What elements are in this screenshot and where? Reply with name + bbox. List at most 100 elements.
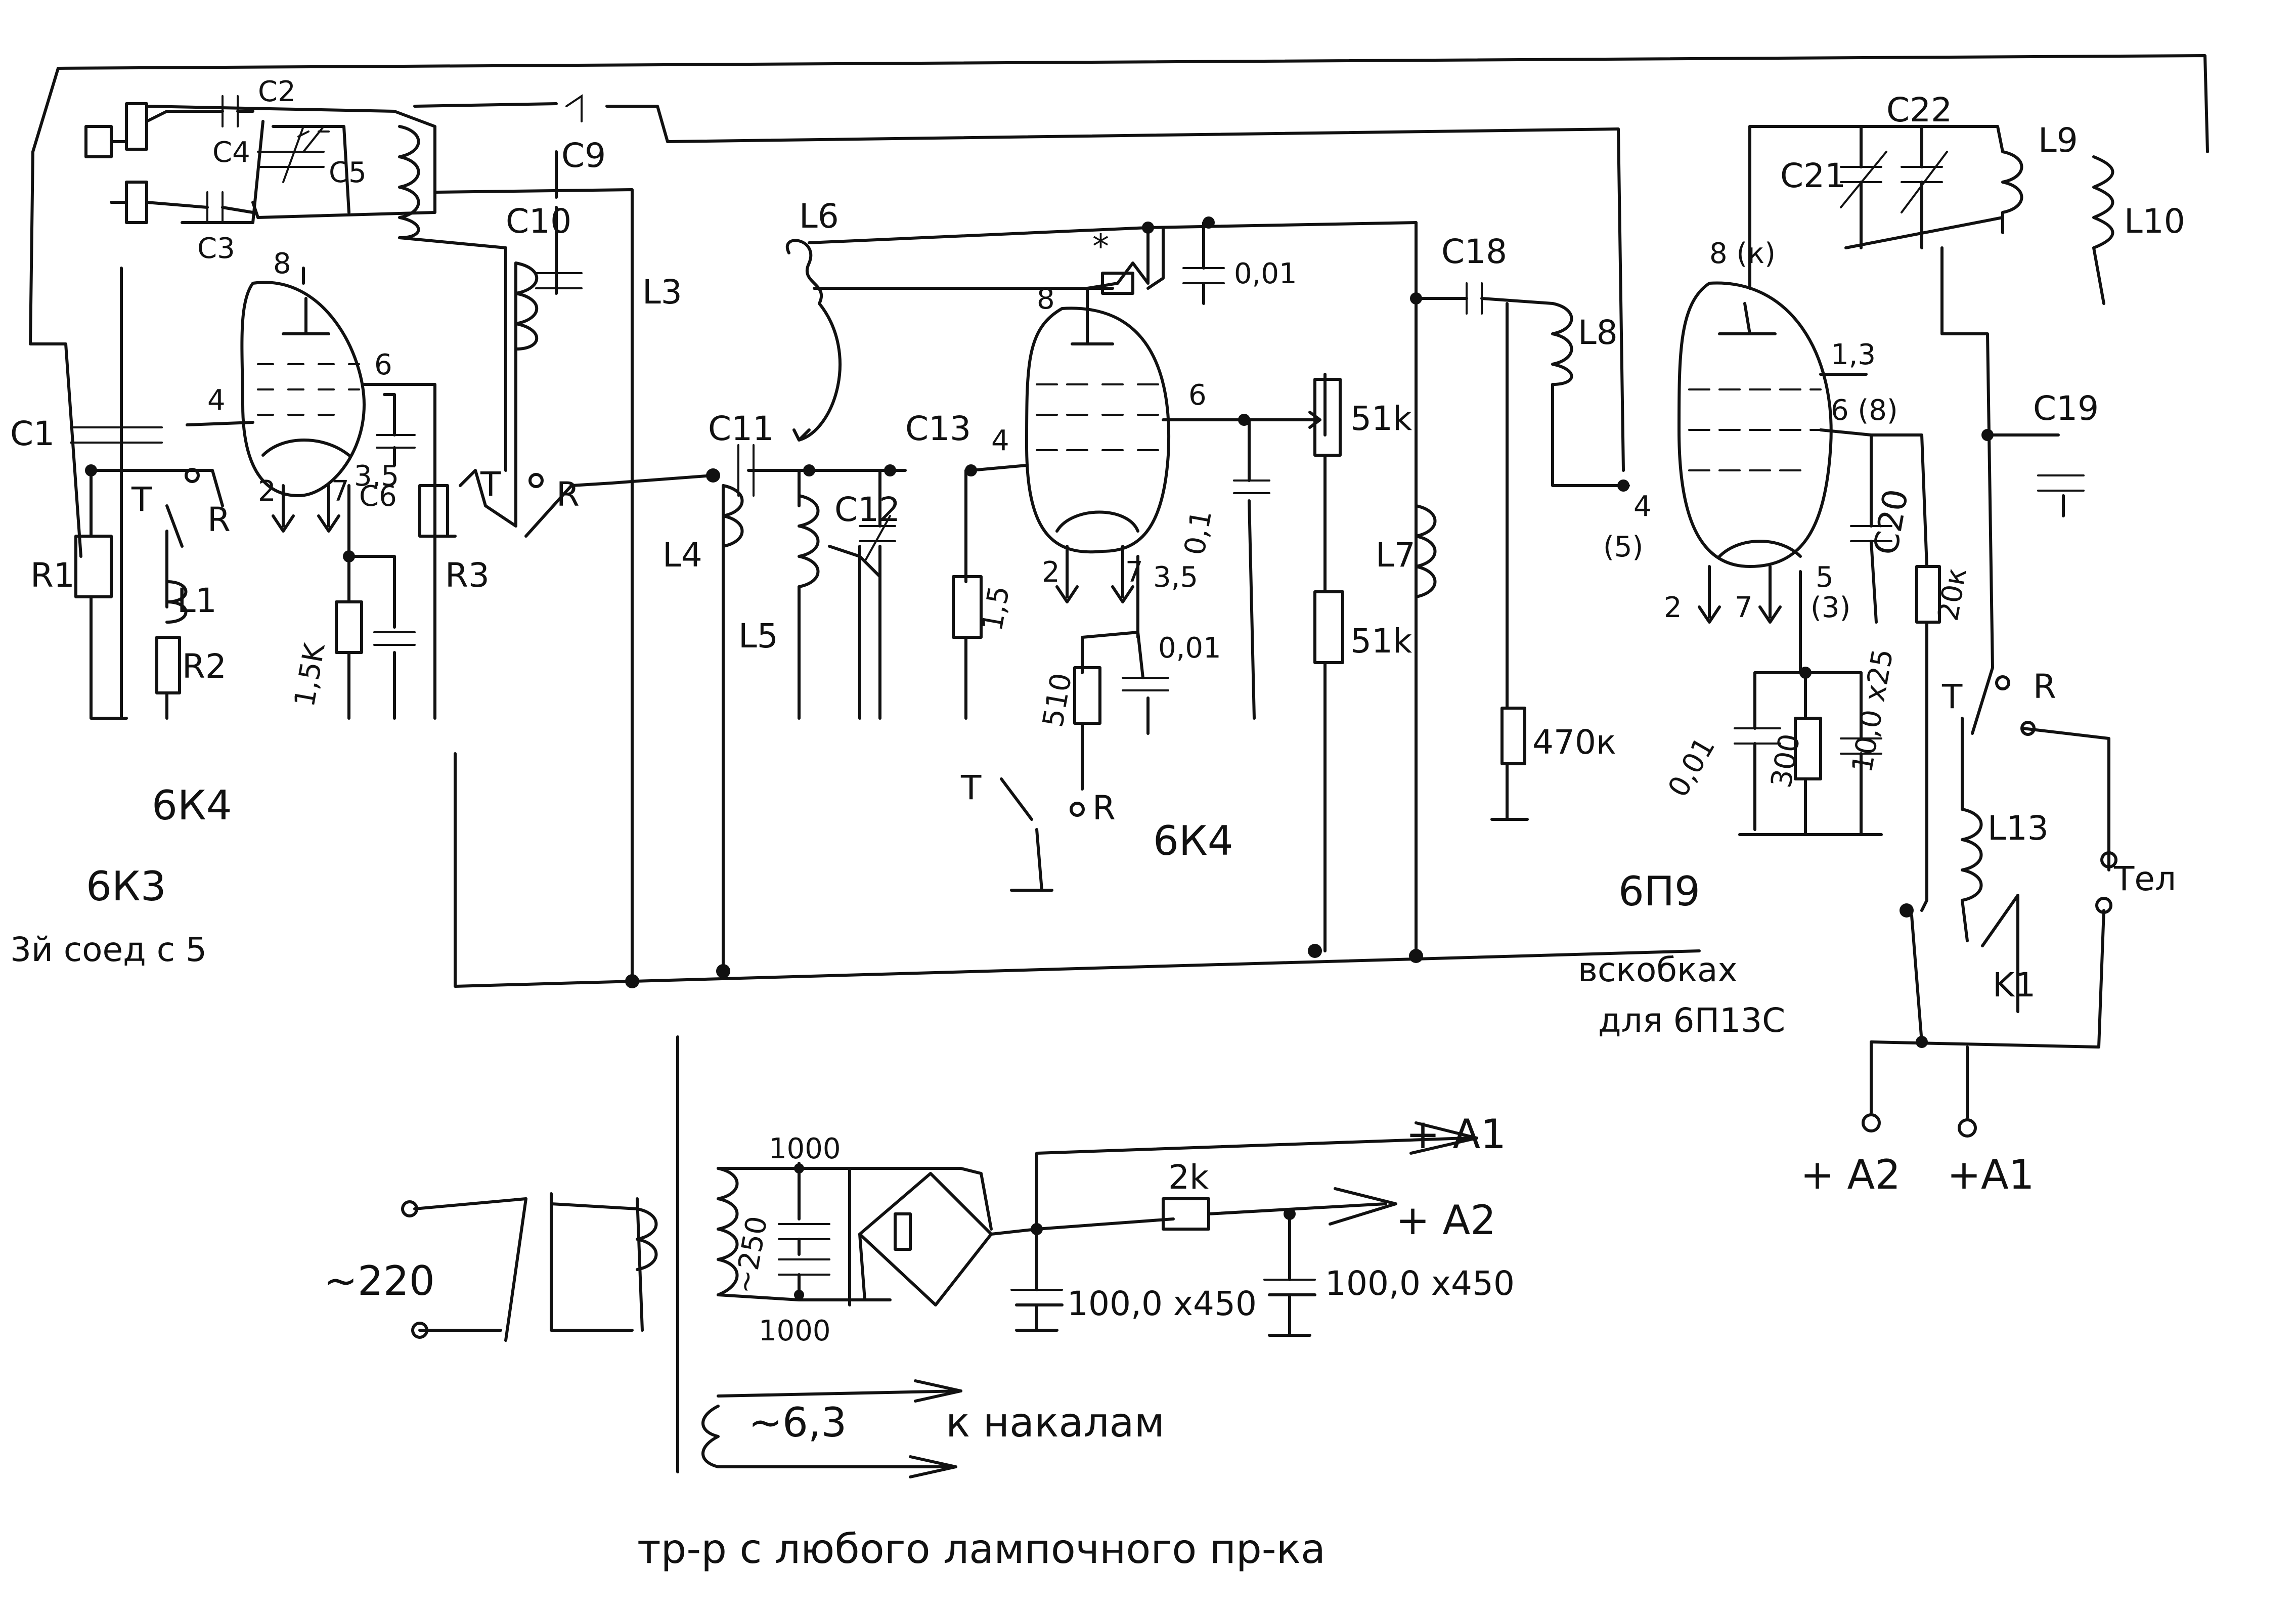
stage1-output	[418, 94, 583, 538]
outer-loop-wires	[29, 54, 2209, 983]
label-c3: C3	[197, 232, 235, 265]
label-r-sw2: R	[556, 475, 580, 514]
label-l10: L10	[2124, 202, 2185, 241]
label-c10: C10	[506, 202, 571, 241]
value-100x25: 10,0 х25	[1846, 646, 1900, 775]
label-r-sw3: R	[1092, 789, 1116, 827]
cap1-value: 100,0 х450	[1067, 1284, 1257, 1323]
cap-1000b: 1000	[759, 1315, 831, 1347]
ground-bus	[454, 444, 1701, 988]
value-001c: 0,01	[1662, 732, 1722, 803]
stage2-load	[1293, 221, 1630, 957]
label-l13: L13	[1988, 809, 2049, 848]
pin-t3-7: 7	[1735, 591, 1753, 624]
stage2-coils	[722, 221, 1418, 720]
label-t2: T	[480, 465, 501, 504]
value-001a: 0,01	[1234, 257, 1297, 290]
pin-t1-7: 7	[331, 475, 349, 508]
label-t4: T	[1941, 677, 1963, 716]
pin-t3-6: 6 (8)	[1831, 394, 1898, 427]
label-c9: C9	[561, 136, 606, 175]
label-t1: T	[131, 480, 152, 519]
pin-t3-13: 1,3	[1831, 338, 1876, 371]
mains-label: ~220	[324, 1257, 435, 1304]
label-c4: C4	[212, 136, 250, 169]
pin-t2-6: 6	[1188, 379, 1207, 412]
input-tuning-cluster	[84, 95, 507, 472]
cap2-value: 100,0 х450	[1325, 1264, 1515, 1303]
out-a1: + A1	[1406, 1111, 1506, 1158]
label-r3: R3	[445, 556, 490, 595]
pin-t3-2: 2	[1664, 591, 1682, 624]
pin-t2-35: 3,5	[1153, 561, 1198, 594]
label-l4: L4	[663, 536, 702, 575]
pin-t3-3: (3)	[1811, 591, 1850, 624]
label-c1: C1	[10, 414, 55, 453]
tube1-6k4	[186, 267, 436, 720]
tube1-alt: 6К3	[86, 863, 166, 910]
value-labels: 0,01 0,1 0,01 1,5K 1,5 510 51k 51k 470к …	[288, 257, 1973, 803]
label-c18: C18	[1441, 232, 1507, 271]
heater-label: ~6,3	[748, 1399, 847, 1446]
tube3-bias	[1734, 671, 1883, 836]
footer-note: тр-р с любого лампочного пр-ка	[637, 1525, 1326, 1573]
value-51kb: 51k	[1350, 622, 1412, 661]
tube2-bias	[1000, 631, 1169, 892]
label-c22: C22	[1886, 91, 1952, 129]
pin-t1-8: 8	[273, 247, 291, 280]
pin-t1-35: 3,5	[354, 460, 399, 493]
value-01: 0,1	[1178, 507, 1218, 557]
terminals	[185, 468, 2117, 1339]
pin-t2-8: 8	[1037, 283, 1055, 316]
power-supply-labels: ~220 1000 1000 ~250 2k + A1 + A2 100,0 х…	[324, 1111, 1515, 1573]
label-l5: L5	[738, 617, 778, 656]
value-510: 510	[1037, 671, 1079, 730]
tube-notes: 6К4 6К3 3й соед с 5 6К4 6П9 вскобках для…	[10, 782, 2035, 1198]
tube2-6k4	[952, 221, 1306, 720]
power-supply	[413, 1035, 1478, 1478]
terminal-a2: + A2	[1800, 1151, 1901, 1198]
label-c19: C19	[2033, 389, 2099, 428]
tube1-name: 6К4	[152, 782, 232, 829]
label-k1: K1	[1993, 966, 2036, 1005]
label-l6: L6	[799, 197, 839, 236]
value-300: 300	[1765, 731, 1807, 791]
output-section	[1870, 666, 2110, 1119]
pin-t2-7: 7	[1125, 556, 1143, 589]
tube1-note: 3й соед с 5	[10, 930, 207, 969]
label-l7: L7	[1376, 536, 1416, 575]
pin-t1-6: 6	[374, 348, 392, 381]
label-r1: R1	[30, 556, 75, 595]
cap-1000a: 1000	[769, 1132, 841, 1165]
label-l9: L9	[2038, 121, 2078, 160]
pin-t3-4: 4	[1633, 490, 1652, 523]
label-c6: C6	[359, 480, 397, 513]
value-51ka: 51k	[1350, 399, 1412, 438]
pin-labels: 8 6 4 2 7 3,5 8 6 4 2 7 3,5 8 (к) 1,3 6 …	[207, 237, 1898, 624]
resistor-2k: 2k	[1168, 1158, 1209, 1197]
note-brackets: вскобках	[1578, 950, 1738, 989]
tube2-name: 6К4	[1153, 817, 1233, 864]
note-6p13s: для 6П13С	[1598, 1001, 1785, 1040]
pin-t1-2: 2	[258, 475, 276, 508]
secondary-250: ~250	[728, 1214, 774, 1296]
junctions	[85, 216, 1994, 1300]
pin-t2-4: 4	[991, 424, 1009, 457]
value-15: 1,5	[976, 583, 1016, 633]
label-r-sw4: R	[2033, 667, 2056, 706]
pin-t3-8k: 8 (к)	[1709, 237, 1776, 270]
label-c20: C20	[1866, 486, 1916, 557]
label-l3: L3	[642, 273, 682, 312]
out-a2: + A2	[1396, 1197, 1496, 1244]
tube3-6p9	[1677, 125, 1941, 902]
tube3-name: 6П9	[1618, 868, 1700, 915]
label-l8: L8	[1578, 313, 1618, 352]
label-c13: C13	[905, 409, 971, 448]
label-c5: C5	[329, 156, 367, 189]
value-15k: 1,5K	[288, 640, 332, 709]
label-r-sw1: R	[207, 500, 231, 539]
tube3-tank	[1748, 125, 2114, 669]
label-c12: C12	[834, 490, 900, 529]
value-001b: 0,01	[1158, 632, 1221, 665]
